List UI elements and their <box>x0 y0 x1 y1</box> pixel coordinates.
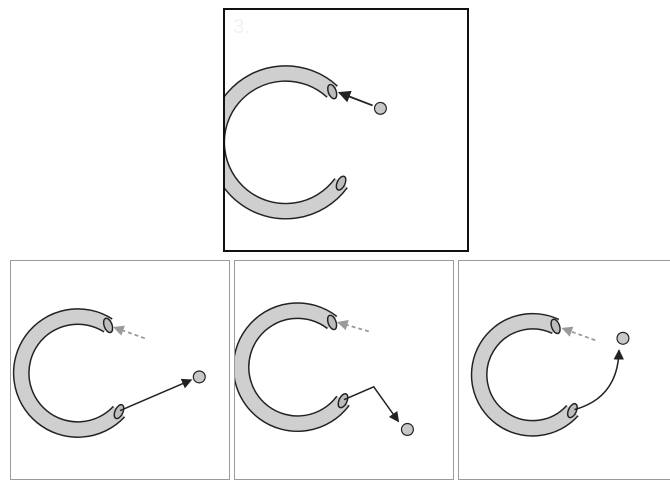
option-b-diagram <box>235 261 453 479</box>
curved-tube-icon <box>21 317 125 430</box>
hint-arrow-icon <box>563 328 596 340</box>
option-c-diagram <box>459 261 670 479</box>
option-a-diagram <box>11 261 229 479</box>
option-b-panel[interactable] <box>234 260 454 480</box>
question-diagram <box>225 10 467 250</box>
path-arrow-icon <box>574 350 619 409</box>
ball-icon <box>375 102 387 114</box>
option-a-panel[interactable] <box>10 260 230 480</box>
hint-arrow-icon <box>338 322 369 331</box>
question-panel: 3. <box>223 8 469 252</box>
ball-icon <box>193 371 205 383</box>
curved-tube-icon <box>225 73 348 211</box>
path-arrow-icon <box>120 380 191 411</box>
arrow-icon <box>339 93 372 106</box>
option-c-panel[interactable] <box>458 260 670 480</box>
curved-tube-icon <box>479 318 579 428</box>
hint-arrow-icon <box>114 327 145 338</box>
curved-tube-icon <box>241 311 350 424</box>
ball-icon <box>617 332 629 344</box>
ball-icon <box>401 424 413 436</box>
path-arrow-icon <box>344 387 399 422</box>
